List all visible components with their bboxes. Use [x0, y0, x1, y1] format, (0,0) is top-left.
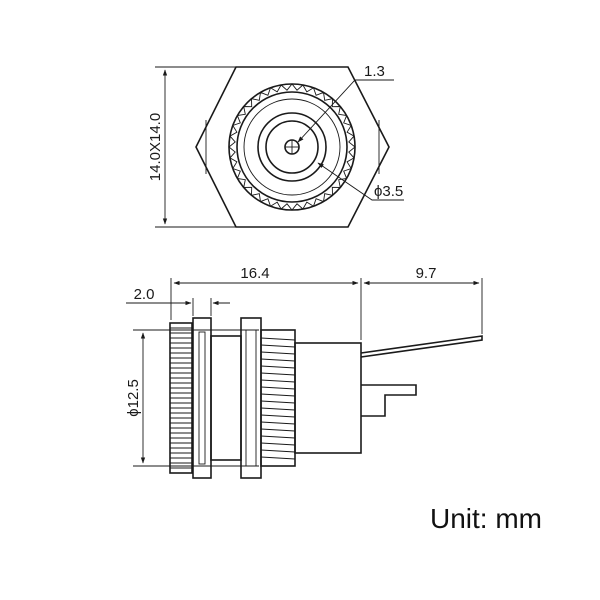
lead-length-label: 9.7: [416, 265, 437, 282]
side-view: 16.4 9.7 2.0 ϕ12.5: [125, 265, 483, 479]
pin-diameter-label: 1.3: [364, 63, 385, 80]
unit-label: Unit: mm: [430, 503, 542, 534]
lead-pin-bottom: [361, 384, 417, 417]
hex-nut-outline: [195, 66, 390, 228]
threaded-sleeve: [260, 329, 296, 467]
lead-pin-top: [360, 335, 483, 358]
front-view: 14.0X14.0 1.3 ϕ3.5: [147, 63, 404, 228]
hex-size-label: 14.0X14.0: [147, 113, 164, 181]
hole-diameter-label: ϕ3.5: [374, 183, 403, 200]
thread-diameter-label: ϕ12.5: [125, 379, 142, 417]
mounting-nut: [240, 317, 262, 479]
flange-washer: [192, 317, 212, 479]
body-length-label: 16.4: [240, 265, 269, 282]
jack-body: [294, 342, 362, 454]
flange-thickness-label: 2.0: [134, 286, 155, 303]
